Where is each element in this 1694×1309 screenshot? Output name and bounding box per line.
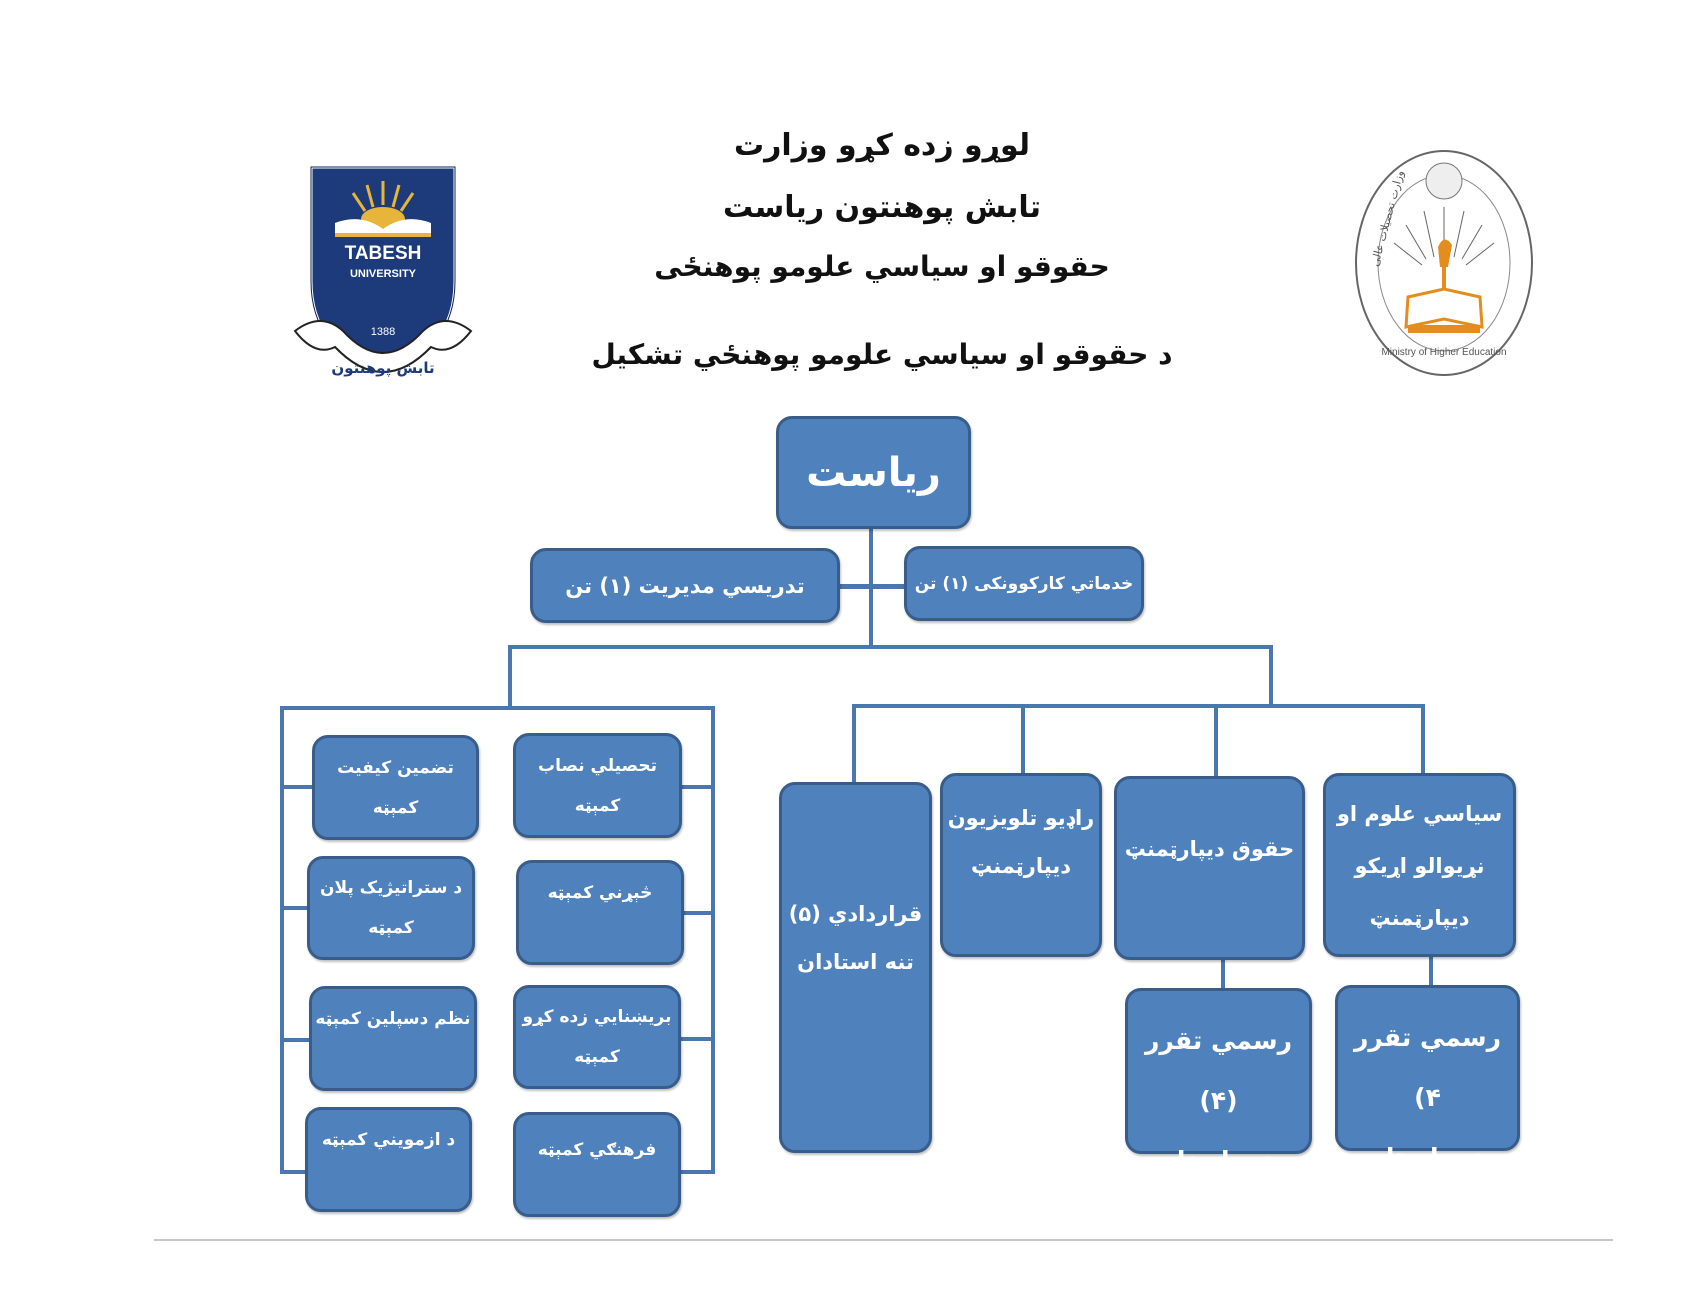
exam-committee-box[interactable]: د ازمویني کمېټه — [305, 1107, 472, 1212]
box-label: تضمین کیفیت — [337, 757, 454, 778]
box-label: د ازمویني کمېټه — [321, 1129, 456, 1150]
box-label: بریښنايي زده کړو — [522, 1007, 672, 1027]
svg-text:TABESH: TABESH — [345, 243, 422, 264]
strategic-plan-committee-box[interactable]: د ستراتیژیک پلان کمېټه — [307, 856, 475, 960]
stub — [280, 785, 312, 789]
box-label: دیپارټمنټ — [971, 854, 1071, 878]
connector-main-horizontal — [508, 645, 1273, 649]
tabesh-university-logo: TABESH UNIVERSITY 1388 تابش پوهنتون — [291, 161, 475, 393]
box-label: کمېټه — [372, 797, 419, 818]
department-horizontal — [852, 704, 1425, 708]
box-label: سیاسي علوم او — [1336, 802, 1503, 826]
committee-frame-right — [711, 706, 715, 1174]
box-label: تنه استاد — [1372, 1143, 1483, 1172]
law-department-box[interactable]: حقوق دیپارټمنټ — [1114, 776, 1305, 960]
root-presidency-box[interactable]: ریاست — [776, 416, 971, 529]
box-label: راډیو تلویزیون — [947, 806, 1095, 830]
teaching-management-box[interactable]: تدریسي مدیریت (۱) تن — [530, 548, 840, 623]
chart-subtitle: د حقوقو او سیاسي علومو پوهنځي تشکیل — [591, 338, 1173, 371]
box-label: فرهنګي کمېټه — [537, 1139, 657, 1160]
research-committee-box[interactable]: څېړني کمېټه — [516, 860, 684, 965]
box-label: کمېټه — [574, 1047, 620, 1067]
discipline-committee-box[interactable]: نظم دسپلین کمېټه — [309, 986, 477, 1091]
box-label: قراردادي (۵) — [788, 901, 923, 926]
box-label: رسمي تقرر ۴) — [1353, 1023, 1502, 1112]
curriculum-committee-box[interactable]: تحصیلي نصاب کمېټه — [513, 733, 682, 838]
stub — [680, 1037, 713, 1041]
service-staff-box[interactable]: خدماتي کارکوونکی (۱) تن — [904, 546, 1144, 621]
box-label: نظم دسپلین کمېټه — [315, 1008, 471, 1029]
bottom-divider — [154, 1239, 1613, 1241]
box-label: څېړني کمېټه — [547, 882, 653, 903]
box-label: نړیوالو اړیکو — [1354, 854, 1485, 878]
connector-trunk — [869, 529, 873, 649]
ministry-seal-icon: Ministry of Higher Education وزارت تحصیل… — [1355, 150, 1533, 376]
box-label: تنه استادان — [797, 949, 914, 974]
stub — [280, 1170, 306, 1174]
committee-frame-top — [280, 706, 715, 710]
box-label: تدریسي مدیریت (۱) تن — [565, 573, 805, 598]
box-label: د ستراتیژیک پلان — [319, 878, 463, 898]
ministry-title: لوړو زده کړو وزارت — [733, 128, 1031, 163]
box-label: کمېټه — [368, 918, 414, 938]
stub — [683, 911, 713, 915]
box-label: دیپارټمنټ — [1369, 906, 1470, 930]
staff-drop — [1429, 955, 1433, 987]
stub — [681, 785, 713, 789]
political-science-department-box[interactable]: سیاسي علوم او نړیوالو اړیکو دیپارټمنټ — [1323, 773, 1516, 957]
contract-lecturers-box[interactable]: قراردادي (۵) تنه استادان — [779, 782, 932, 1153]
committee-frame-left — [280, 706, 284, 1174]
dept-drop — [1214, 704, 1218, 778]
stub — [280, 1038, 310, 1042]
box-label: خدماتي کارکوونکی (۱) تن — [914, 573, 1134, 594]
elearning-committee-box[interactable]: بریښنايي زده کړو کمېټه — [513, 985, 681, 1089]
root-label: ریاست — [806, 449, 941, 496]
dept-drop — [1021, 704, 1025, 775]
box-label: تنه استاد — [1163, 1146, 1274, 1175]
box-label: رسمي تقرر (۴) — [1144, 1026, 1293, 1115]
political-staff-box[interactable]: رسمي تقرر ۴) تنه استاد — [1335, 985, 1520, 1172]
box-label: کمېټه — [574, 795, 621, 816]
connector-right-drop — [1269, 645, 1273, 708]
university-title: تابش پوهنتون ریاست — [723, 190, 1041, 225]
radio-tv-department-box[interactable]: راډیو تلویزیون دیپارټمنټ — [940, 773, 1102, 957]
stub — [680, 1170, 713, 1174]
box-label: حقوق دیپارټمنټ — [1124, 837, 1295, 861]
box-label: تحصیلي نصاب — [538, 755, 657, 776]
connector-admin — [840, 584, 904, 589]
dept-drop — [1421, 704, 1425, 775]
staff-drop — [1221, 958, 1225, 990]
svg-text:1388: 1388 — [371, 326, 395, 338]
svg-text:تابش پوهنتون: تابش پوهنتون — [331, 359, 434, 378]
svg-text:Ministry of Higher Education: Ministry of Higher Education — [1381, 347, 1506, 358]
cultural-committee-box[interactable]: فرهنګي کمېټه — [513, 1112, 681, 1217]
ministry-seal-logo: Ministry of Higher Education وزارت تحصیل… — [1352, 147, 1537, 380]
university-shield-icon: TABESH UNIVERSITY 1388 تابش پوهنتون — [293, 165, 473, 378]
law-staff-box[interactable]: رسمي تقرر (۴) تنه استاد — [1125, 988, 1312, 1175]
svg-text:UNIVERSITY: UNIVERSITY — [350, 268, 417, 280]
faculty-title: حقوقو او سیاسي علومو پوهنځی — [654, 250, 1110, 283]
dept-drop — [852, 704, 856, 784]
connector-left-drop — [508, 645, 512, 709]
stub — [280, 906, 308, 910]
quality-assurance-committee-box[interactable]: تضمین کیفیت کمېټه — [312, 735, 479, 840]
